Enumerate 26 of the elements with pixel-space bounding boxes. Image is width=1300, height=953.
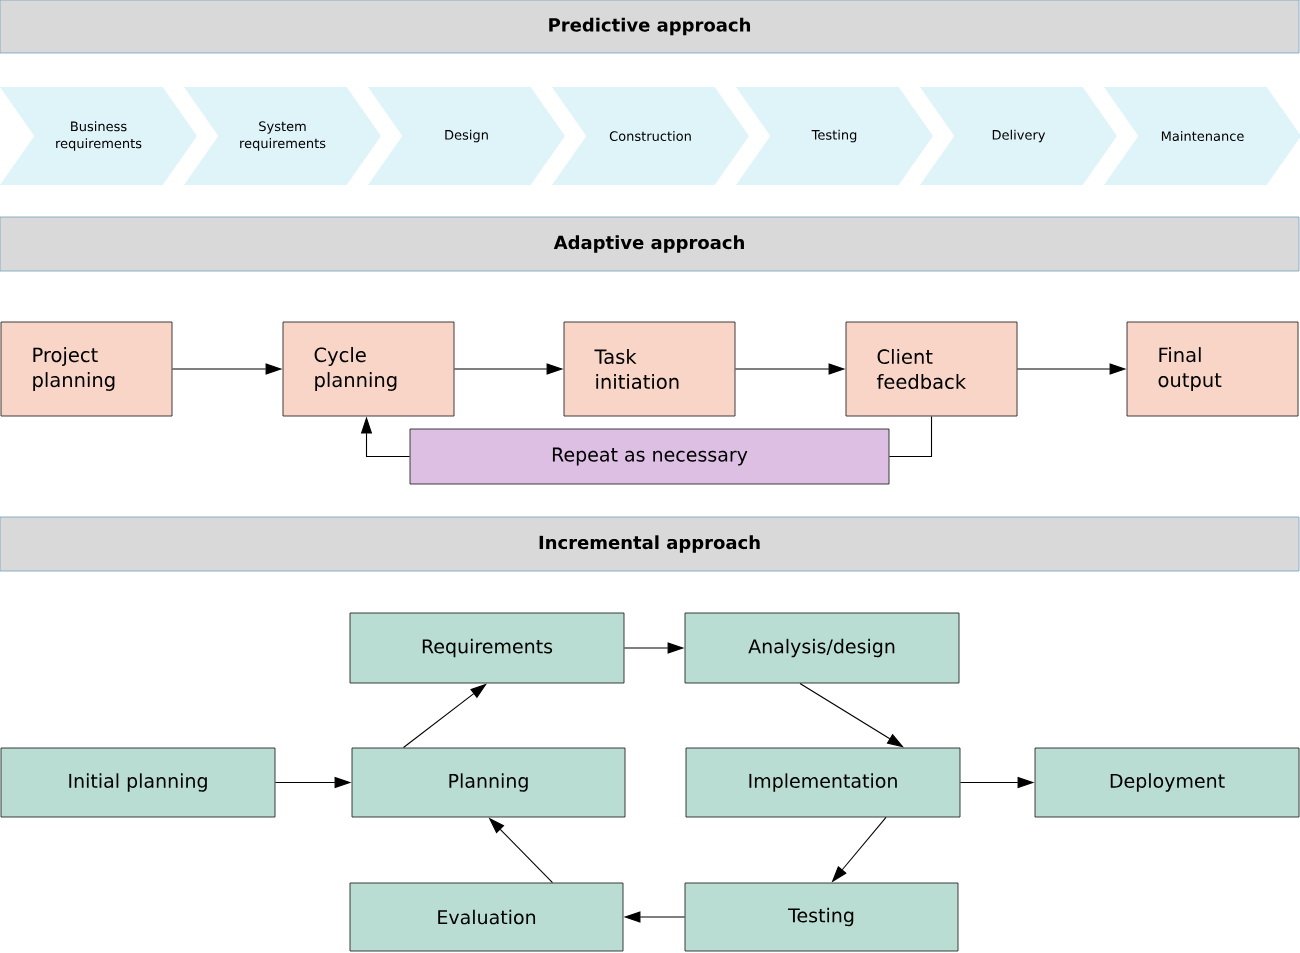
process-box: Testing	[684, 882, 959, 952]
chevron-step: Construction	[552, 87, 749, 185]
process-box: Deployment	[1034, 747, 1300, 818]
heading-band: Adaptive approach	[0, 216, 1300, 272]
chevron-step: Maintenance	[1104, 87, 1300, 185]
process-box: Analysis/design	[684, 612, 960, 684]
process-box: Task initiation	[563, 321, 736, 417]
process-box: Requirements	[349, 612, 625, 684]
chevron-step: Business requirements	[0, 87, 197, 185]
connector-line	[888, 415, 933, 458]
heading-band: Incremental approach	[0, 516, 1300, 572]
chevron-step: Delivery	[920, 87, 1117, 185]
process-box: Cycle planning	[282, 321, 455, 417]
process-box: Planning	[351, 747, 626, 818]
heading-band: Predictive approach	[0, 0, 1300, 54]
process-box: Initial planning	[0, 747, 276, 818]
process-box: Final output	[1126, 321, 1299, 417]
process-box: Client feedback	[845, 321, 1018, 417]
chevron-step: System requirements	[184, 87, 381, 185]
process-box: Project planning	[0, 321, 173, 417]
chevron-step: Design	[368, 87, 565, 185]
process-box: Evaluation	[349, 882, 624, 952]
process-box: Implementation	[685, 747, 961, 818]
arrow	[799, 682, 904, 748]
loop-box: Repeat as necessary	[409, 428, 890, 485]
chevron-step: Testing	[736, 87, 933, 185]
